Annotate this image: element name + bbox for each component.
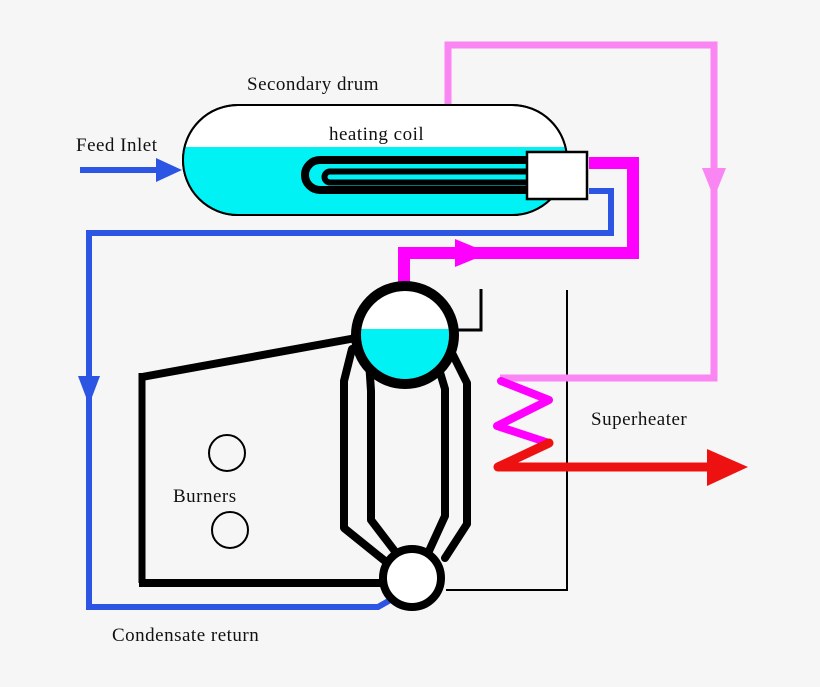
burner-bottom-circle <box>211 511 249 549</box>
mud-drum-shell <box>379 545 445 611</box>
condensate-return-label: Condensate return <box>112 625 260 646</box>
tube-outer-right <box>441 343 471 562</box>
tube-inner-left <box>365 357 401 558</box>
tube-outer-left <box>340 345 389 565</box>
furnace <box>138 334 382 587</box>
heating-coil-outer <box>301 156 545 194</box>
steam-drum-shell <box>351 281 459 389</box>
magenta-steam-arrow <box>455 239 489 267</box>
secondary-drum-label: Secondary drum <box>247 74 380 95</box>
burners-label: Burners <box>173 486 237 507</box>
feed-inlet-arrow <box>80 158 182 182</box>
pink-steam-pipe <box>444 41 726 382</box>
condensate-arrow <box>78 376 100 405</box>
blue-condensate-pipe <box>78 188 614 610</box>
burners <box>208 434 249 549</box>
pink-steam-pipe-line <box>444 41 718 382</box>
steam-drum <box>351 281 459 389</box>
mud-drum <box>379 545 445 611</box>
casing-line <box>446 290 568 591</box>
superheated-steam-line <box>493 438 717 472</box>
superheated-steam-arrow <box>493 438 748 486</box>
pink-steam-arrow <box>702 168 726 198</box>
feed-inlet-label: Feed Inlet <box>76 135 158 156</box>
tube-inner-right <box>425 355 449 555</box>
superheater-label: Superheater <box>591 409 688 430</box>
condensate-pipe-line <box>86 188 614 610</box>
coil-header-box <box>525 150 589 201</box>
secondary-drum <box>182 104 589 216</box>
burner-top-circle <box>208 434 246 472</box>
feed-inlet-arrowhead <box>156 158 182 182</box>
heating-coil-inner <box>321 168 545 186</box>
magenta-steam-pipe-line <box>398 157 639 292</box>
superheater-coil <box>493 377 553 447</box>
magenta-steam-pipe <box>398 157 639 292</box>
furnace-top-wall <box>141 334 357 381</box>
superheated-steam-arrowhead <box>707 449 748 486</box>
level-gauge-line <box>455 289 483 332</box>
heating-coil-label: heating coil <box>329 124 425 145</box>
